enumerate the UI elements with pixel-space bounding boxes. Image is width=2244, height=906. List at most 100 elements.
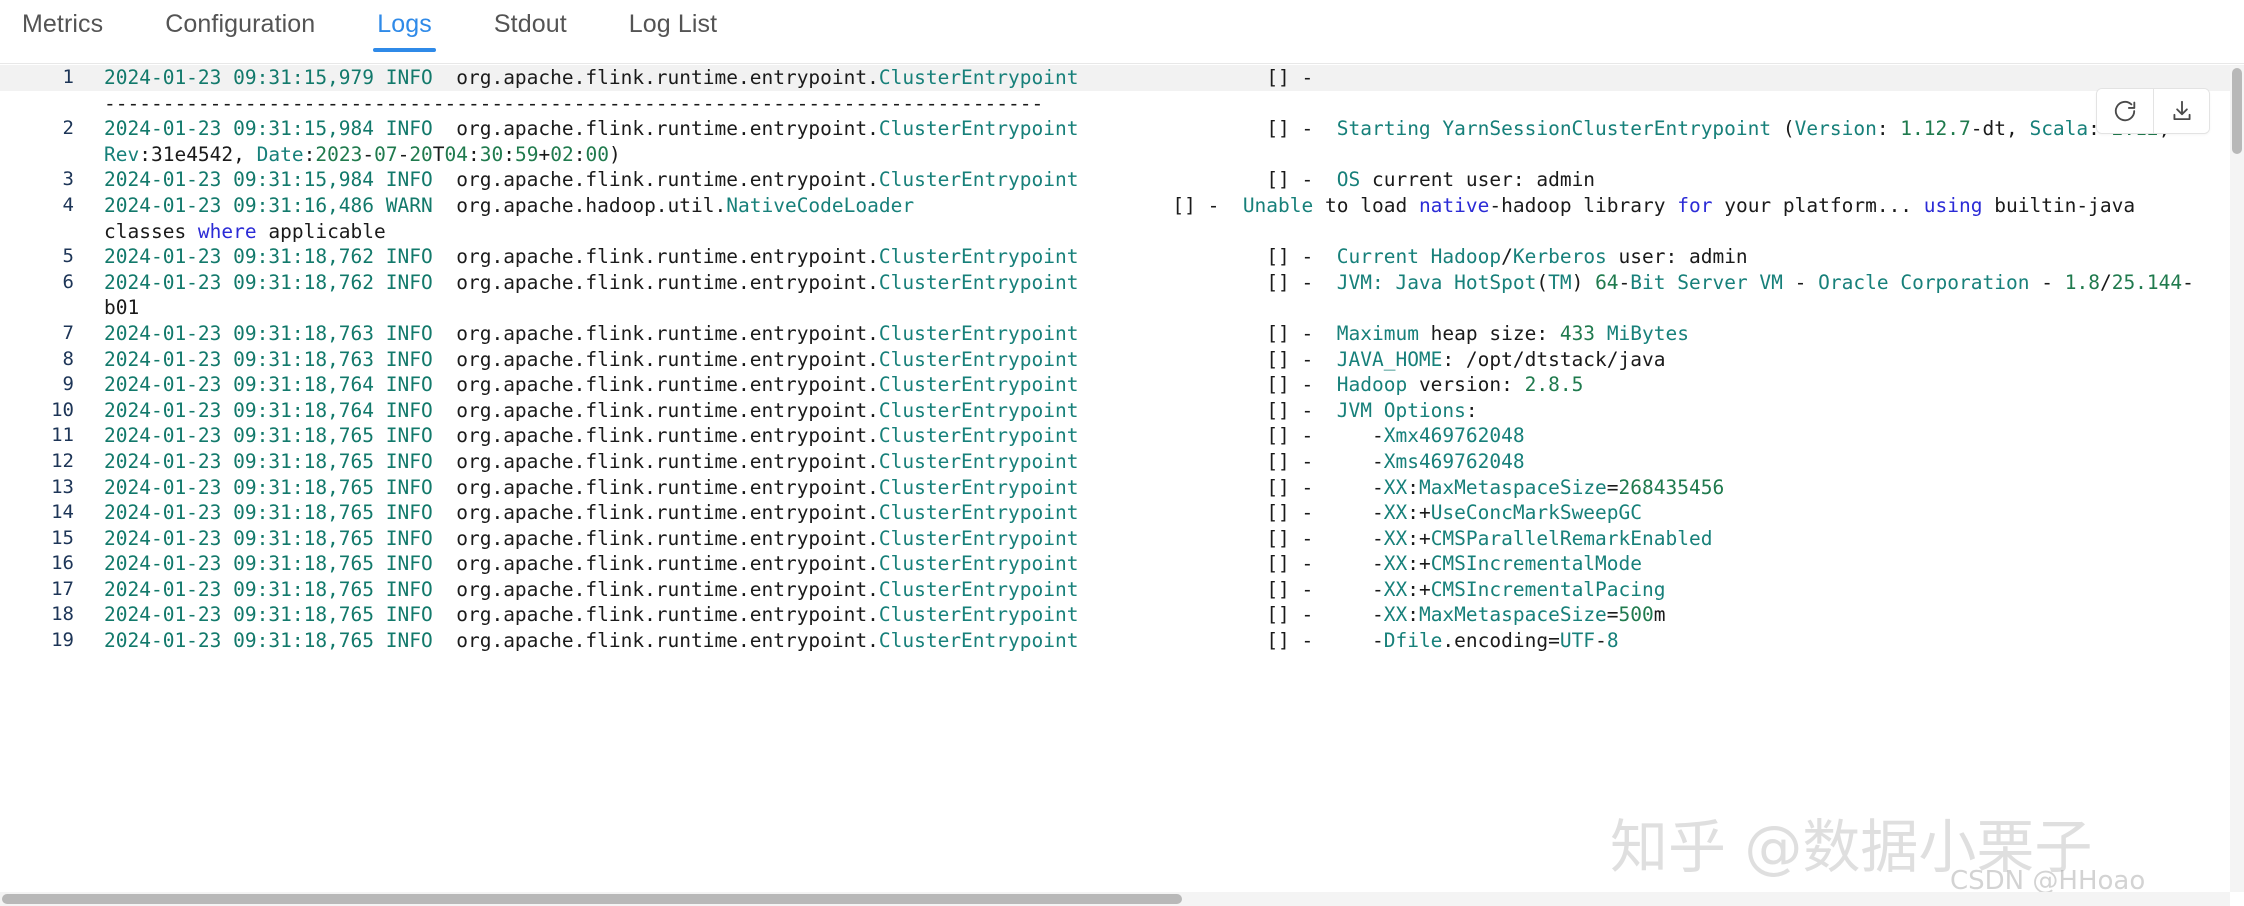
log-token-cls: ClusterEntrypoint [878,552,1079,576]
tab-configuration[interactable]: Configuration [165,10,316,38]
log-line-content: 2024-01-23 09:31:15,979 INFO org.apache.… [86,65,2244,91]
log-token-lvl: INFO [385,577,433,601]
log-token-num: 00 [585,142,609,166]
log-token-plain [374,117,386,140]
log-token-msg: CMSIncrementalMode [1430,552,1643,576]
log-token-plain [1078,117,1266,140]
log-token-plain: -hadoop library [1489,193,1678,217]
tab-logs[interactable]: Logs [373,12,436,52]
log-token-ts: 2024-01-23 09:31:18,764 [104,398,375,422]
horizontal-scrollbar[interactable] [0,892,2230,906]
log-token-dash: [] - [1172,193,1232,217]
log-token-plain: - [1618,270,1631,294]
log-token-lvl: INFO [385,168,433,192]
log-token-msg: XX [1383,475,1408,499]
log-token-cls: ClusterEntrypoint [878,629,1079,653]
log-token-ts: 2024-01-23 09:31:18,765 [104,475,375,499]
log-token-ts: 2024-01-23 09:31:18,765 [104,424,375,448]
log-token-cls: ClusterEntrypoint [878,347,1079,371]
log-token-plain: : [1876,117,1901,141]
log-token-plain: ) [608,142,621,166]
tab-log-list[interactable]: Log List [628,10,718,38]
log-line-content: 2024-01-23 09:31:18,765 INFO org.apache.… [86,602,2244,628]
log-token-plain: - [1325,501,1384,525]
log-token-plain [1078,271,1266,294]
log-token-plain: user: admin [1606,245,1748,269]
log-token-plain: :31e4542, [139,142,257,166]
log-token-cls: ClusterEntrypoint [878,449,1079,473]
horizontal-scrollbar-thumb[interactable] [2,894,1182,904]
tab-metrics[interactable]: Metrics [22,10,104,38]
log-token-plain [1078,450,1266,473]
log-token-cls: ClusterEntrypoint [878,398,1079,422]
download-button[interactable] [2153,89,2209,133]
log-token-plain [1078,578,1266,601]
log-token-num: 64 [1595,270,1619,294]
log-token-pkg: org.apache.flink.runtime.entrypoint. [432,373,879,397]
log-token-msg: Bit Server VM [1630,270,1783,294]
log-token-plain: : [1407,603,1419,627]
log-token-pkg: org.apache.flink.runtime.entrypoint. [432,424,879,448]
vertical-scrollbar[interactable] [2230,66,2244,892]
log-token-plain: current user: admin [1360,168,1596,192]
log-token-cls: ClusterEntrypoint [878,270,1079,294]
log-token-plain [1078,527,1266,550]
log-token-plain: heap size: [1418,321,1560,345]
log-token-lvl: INFO [385,475,433,499]
log-token-plain: -b01 [104,270,2194,320]
log-token-plain: builtin-java classes [104,193,2147,243]
log-token-plain: - [1325,475,1384,499]
log-token-num: 02 [550,142,574,166]
vertical-scrollbar-thumb[interactable] [2232,68,2242,154]
log-token-plain: applicable [256,219,386,243]
log-token-msg: 8 [1606,629,1619,653]
log-token-plain: ) [1571,270,1596,294]
log-token-msg: XX [1383,552,1408,576]
line-number: 5 [62,245,74,268]
log-token-plain [1078,476,1266,499]
log-token-num: 2023 [315,142,363,166]
log-token-plain: -dt, [1970,117,2030,141]
log-token-plain [374,629,386,652]
log-token-plain: .encoding= [1442,629,1560,653]
refresh-button[interactable] [2097,89,2153,133]
log-token-dash: [] - [1266,526,1326,550]
log-token-msg: UseConcMarkSweepGC [1430,501,1643,525]
line-number: 4 [62,193,74,216]
log-token-msg: Maximum [1325,321,1419,345]
log-token-lvl: INFO [385,449,433,473]
line-number: 10 [51,398,74,421]
log-token-pkg: org.apache.flink.runtime.entrypoint. [432,603,879,627]
line-number: 17 [51,577,74,600]
log-token-pkg: org.apache.flink.runtime.entrypoint. [432,629,879,653]
line-number: 9 [62,373,74,396]
log-token-ts: 2024-01-23 09:31:18,765 [104,629,375,653]
log-token-msg: JVM Options [1325,398,1466,422]
log-token-plain [1078,399,1266,422]
log-token-pkg: org.apache.flink.runtime.entrypoint. [432,552,879,576]
log-token-lvl: WARN [385,193,433,217]
log-token-plain [374,271,386,294]
log-token-plain [1595,322,1607,345]
log-line-content: 2024-01-23 09:31:18,763 INFO org.apache.… [86,321,2244,347]
log-token-dash: [] - [1266,117,1326,141]
log-token-pkg: org.apache.flink.runtime.entrypoint. [432,398,879,422]
log-token-num: 30 [479,142,504,166]
log-token-msg: Kerberos [1512,245,1607,269]
log-row: ----------------------------------------… [0,91,2244,117]
log-token-dash: [] - [1266,424,1326,448]
log-token-cls: ClusterEntrypoint [878,66,1079,89]
line-number: 18 [51,603,74,626]
log-token-plain: :+ [1407,526,1431,550]
tab-stdout[interactable]: Stdout [493,10,567,38]
log-token-plain [374,348,386,371]
log-token-ts: 2024-01-23 09:31:18,763 [104,347,375,371]
log-token-msg: Version [1794,117,1877,141]
log-line-content: 2024-01-23 09:31:18,765 INFO org.apache.… [86,628,2244,654]
